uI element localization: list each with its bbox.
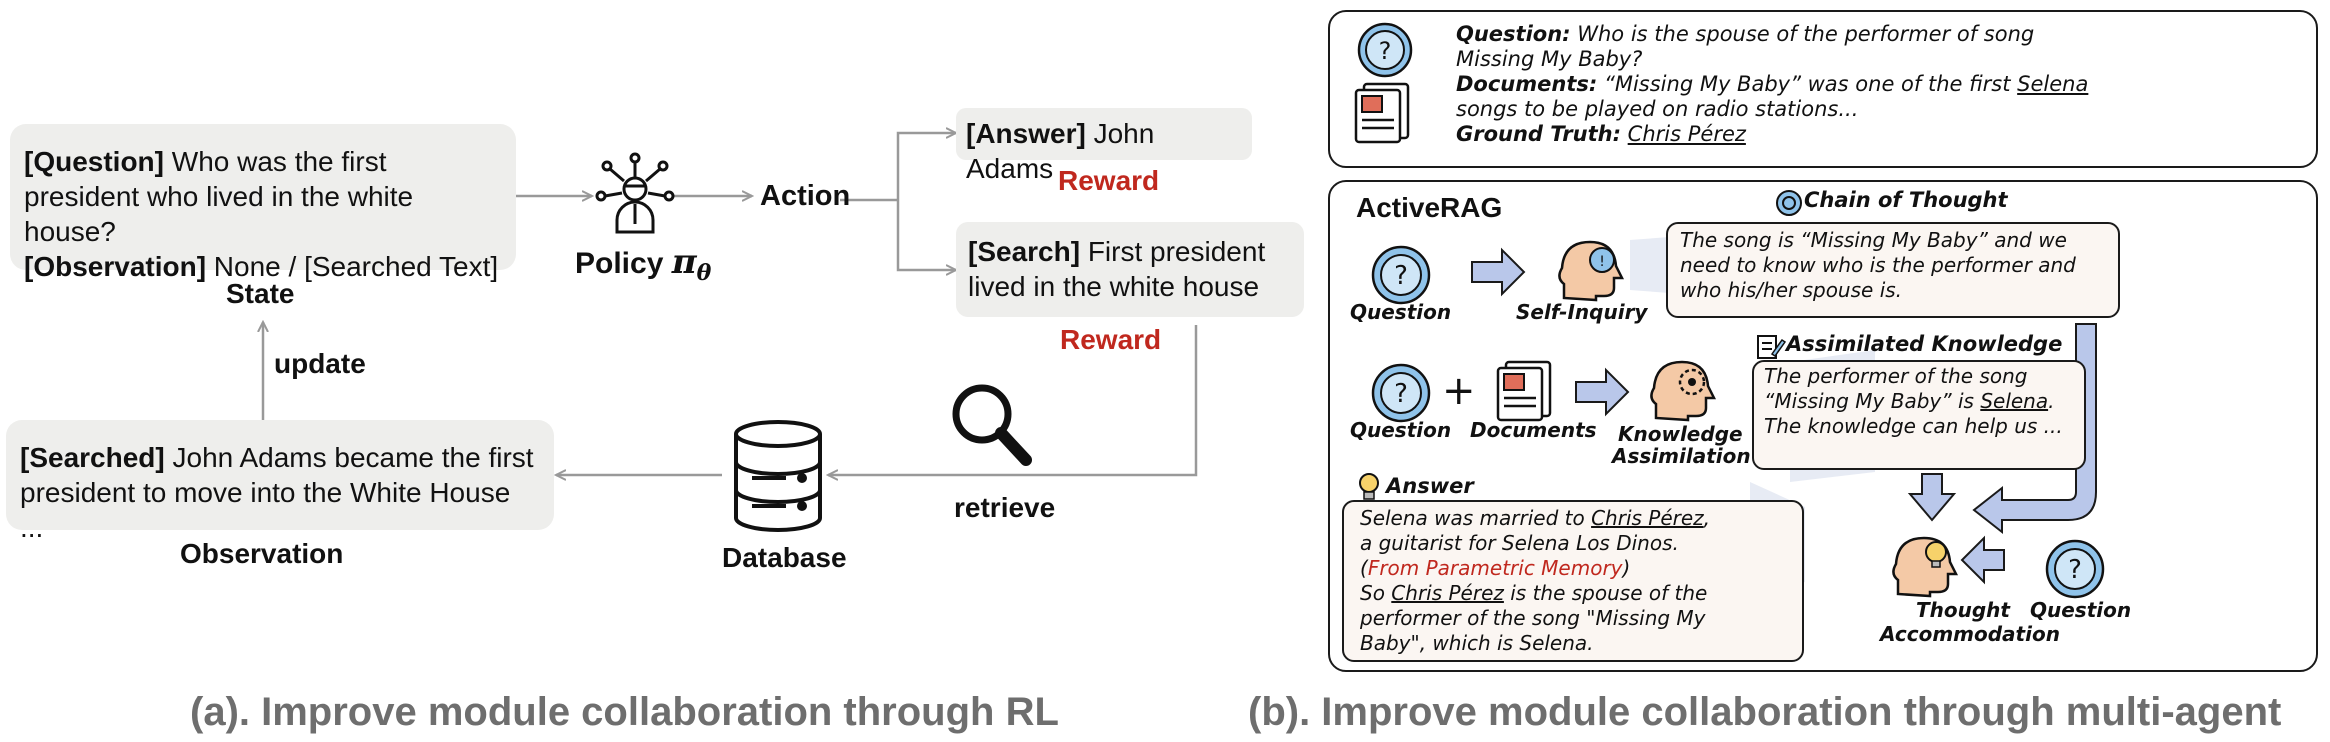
question-tag: [Question]: [24, 146, 164, 177]
assim-text-2: . The knowledge can help us ...: [1764, 389, 2063, 438]
observation-text: None / [Searched Text]: [206, 251, 499, 282]
thought-label-1: Thought: [1916, 598, 2010, 622]
answer-line5: performer of the song "Missing My: [1360, 606, 1706, 630]
question-text: Who was the first president who lived in…: [24, 146, 414, 247]
searched-box: [Searched] John Adams became the first p…: [6, 420, 554, 543]
state-text: [Question] Who was the first president w…: [24, 144, 502, 284]
answer-line1b: ,: [1703, 506, 1711, 530]
svg-text:?: ?: [1379, 37, 1392, 65]
question-text: Who is the spouse of the performer of so…: [1456, 22, 2035, 71]
database-label: Database: [722, 542, 847, 573]
action-label: Action: [760, 180, 851, 212]
assimilated-box: The performer of the song “Missing My Ba…: [1752, 360, 2086, 470]
documents-label: Documents:: [1456, 72, 1598, 96]
update-label: update: [274, 348, 366, 379]
question-icon-1: ?: [1371, 245, 1431, 305]
ground-truth-value: Chris Pérez: [1627, 122, 1746, 146]
assim-selena: Selena: [1980, 389, 2049, 413]
database-icon: [734, 420, 822, 532]
question-label-2: Question: [1350, 418, 1452, 442]
search-box: [Search] First president lived in the wh…: [956, 222, 1304, 317]
answer-line6: Baby", which is Selena.: [1360, 631, 1594, 655]
searched-text: John Adams became the first president to…: [20, 442, 534, 543]
answer-label: Answer: [1386, 474, 1474, 498]
question-label-1: Question: [1350, 300, 1452, 324]
notebook-icon: [1757, 335, 1787, 359]
assimilated-text: The performer of the song “Missing My Ba…: [1764, 364, 2074, 439]
policy-agent-icon: [595, 152, 675, 234]
answer-text: John Adams: [966, 118, 1155, 184]
svg-text:?: ?: [2068, 555, 2082, 585]
question-icon-3: ?: [2045, 539, 2105, 599]
state-box: [Question] Who was the first president w…: [10, 124, 516, 282]
answer-chris-2: Chris Pérez: [1391, 581, 1504, 605]
svg-text:?: ?: [1394, 379, 1408, 409]
searched-tag: [Searched]: [20, 442, 165, 473]
answer-chris: Chris Pérez: [1591, 506, 1704, 530]
documents-icon-2: [1496, 360, 1552, 422]
answer-paren-close: ): [1622, 556, 1631, 580]
answer-box: [Answer] John Adams: [956, 108, 1252, 184]
plus-sign: +: [1442, 368, 1476, 414]
thought-label-2: Accommodation: [1880, 622, 2060, 646]
documents-selena: Selena: [2017, 72, 2089, 96]
answer-paren-open: (: [1360, 556, 1368, 580]
answer-tag: [Answer]: [966, 118, 1086, 149]
ground-truth-label: Ground Truth:: [1456, 122, 1621, 146]
answer-line1a: Selena was married to: [1360, 506, 1592, 530]
search-text: First president lived in the white house: [968, 236, 1266, 302]
answer-text: Selena was married to Chris Pérez, a gui…: [1360, 506, 1786, 656]
caption-a: (a). Improve module collaboration throug…: [190, 690, 1059, 734]
magnifier-icon: [952, 384, 1032, 466]
search-tag: [Search]: [968, 236, 1081, 267]
answer-line4a: So: [1360, 581, 1392, 605]
cot-text: The song is “Missing My Baby” and we nee…: [1680, 228, 2076, 302]
knowledge-assim-label-2: Assimilation: [1612, 444, 1751, 468]
cot-icon: [1776, 190, 1802, 216]
thought-head-icon: [1892, 536, 1959, 598]
activerag-title: ActiveRAG: [1356, 192, 1503, 223]
svg-text:!: !: [1599, 254, 1605, 270]
cot-label: Chain of Thought: [1804, 188, 2008, 212]
activerag-panel: ActiveRAG Chain of Thought The song is “…: [1328, 180, 2318, 672]
documents-text-1: “Missing My Baby” was one of the first: [1597, 72, 2018, 96]
observation-label: Observation: [180, 538, 344, 569]
question-icon-2: ?: [1371, 363, 1431, 423]
answer-line2: a guitarist for Selena Los Dinos.: [1360, 531, 1679, 555]
reward-2: Reward: [1060, 324, 1162, 355]
question-label-3: Question: [2030, 598, 2132, 622]
cot-box: The song is “Missing My Baby” and we nee…: [1666, 222, 2120, 318]
answer-line4b: is the spouse of the: [1503, 581, 1708, 605]
retrieve-label: retrieve: [954, 492, 1056, 523]
knowledge-head-icon: [1650, 360, 1717, 422]
documents-text-2: songs to be played on radio stations...: [1456, 97, 1859, 121]
knowledge-assim-label-1: Knowledge: [1618, 422, 1743, 446]
question-icon: ?: [1357, 22, 1413, 78]
policy-word: Policy: [575, 247, 664, 280]
answer-box: Selena was married to Chris Pérez, a gui…: [1342, 500, 1804, 662]
documents-label-2: Documents: [1470, 418, 1597, 442]
self-inquiry-label: Self-Inquiry: [1516, 300, 1648, 324]
caption-b: (b). Improve module collaboration throug…: [1248, 690, 2282, 734]
state-label: State: [226, 278, 295, 309]
self-inquiry-head-icon: !: [1558, 240, 1625, 302]
documents-icon: [1354, 82, 1410, 144]
assimilated-label: Assimilated Knowledge: [1786, 332, 2063, 356]
svg-text:?: ?: [1394, 261, 1408, 291]
query-panel: ? Question: Who is the spouse of the per…: [1328, 10, 2318, 168]
question-label: Question:: [1456, 22, 1571, 46]
assim-text-1: The performer of the song “Missing My Ba…: [1764, 364, 2028, 413]
policy-label: Policy πθ: [575, 242, 711, 286]
answer-parametric: From Parametric Memory: [1367, 556, 1623, 580]
policy-pi: π: [671, 242, 697, 282]
bulb-icon: [1359, 473, 1379, 500]
policy-theta: θ: [696, 260, 712, 286]
query-text: Question: Who is the spouse of the perfo…: [1456, 22, 2096, 147]
observation-tag: [Observation]: [24, 251, 207, 282]
reward-1: Reward: [1058, 165, 1160, 196]
